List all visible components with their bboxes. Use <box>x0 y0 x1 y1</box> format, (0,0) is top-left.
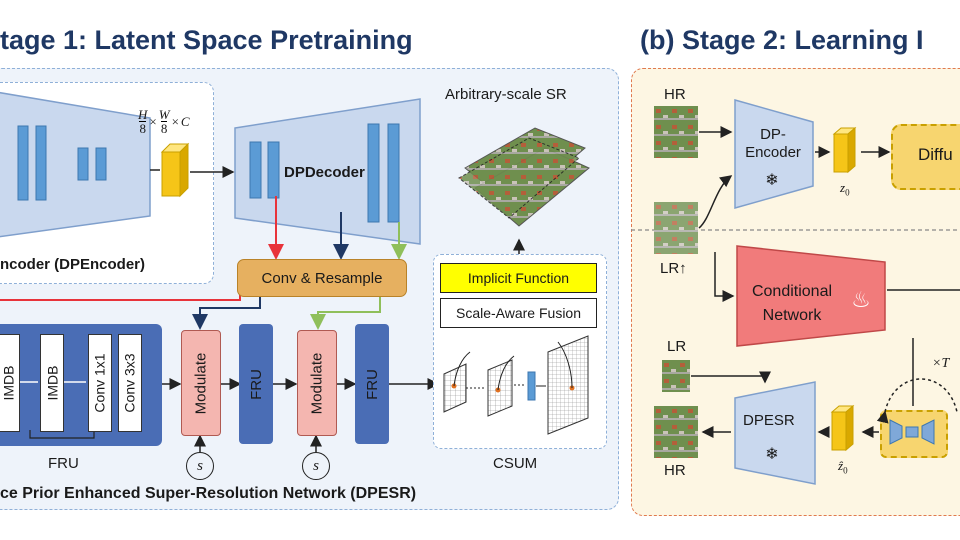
latent-cube <box>160 142 190 198</box>
unet-icon <box>889 419 935 445</box>
dp-encoder-label: DP- Encoder <box>745 126 801 161</box>
diffusion-box <box>891 124 960 190</box>
z0-hat-cube <box>830 404 855 452</box>
imdb-block-2: IMDB <box>40 334 64 432</box>
fru-block-2: FRU <box>355 324 389 444</box>
dim-times-2: × <box>171 113 179 129</box>
dim-c: C <box>180 113 190 129</box>
times-t-label: ×T <box>932 356 950 371</box>
dim-w-den: 8 <box>160 121 168 136</box>
lr-up-label: LR↑ <box>660 260 687 277</box>
arbitrary-sr-label: Arbitrary-scale SR <box>445 86 567 103</box>
diffusion-label: Diffu <box>918 145 953 164</box>
scale-circle-2: s <box>302 452 330 480</box>
dim-times-1: × <box>149 113 157 129</box>
imdb-block-1: IMDB <box>0 334 20 432</box>
dpesr-label: DPESR <box>743 412 795 429</box>
csum-grids <box>443 335 589 435</box>
fru-label-2: FRU <box>363 368 381 400</box>
modulate-label-1: Modulate <box>192 352 210 414</box>
lr-label: LR <box>667 338 687 355</box>
z0-hat-subscript: 0 <box>843 465 848 476</box>
conv-resample-box: Conv & Resample <box>237 259 407 297</box>
conditional-network-label: Conditional Network <box>751 283 833 324</box>
modulate-block-1: Modulate <box>181 330 221 436</box>
z0-symbol: z <box>840 180 846 195</box>
hr-image-top <box>654 106 698 158</box>
z0-subscript: 0 <box>845 187 850 198</box>
modulate-label-2: Modulate <box>308 352 326 414</box>
dim-h-den: 8 <box>139 121 146 136</box>
scale-circle-1: s <box>186 452 214 480</box>
dim-w: W <box>158 107 170 122</box>
flame-icon: ♨ <box>851 287 871 312</box>
conditional-network-shape <box>736 245 886 347</box>
encoder-label: ncoder (DPEncoder) <box>0 256 146 273</box>
fru-caption: FRU <box>48 455 79 472</box>
z0-label: z0 <box>840 180 850 198</box>
stage2-arrows <box>691 126 960 438</box>
csum-label: CSUM <box>493 455 538 472</box>
snowflake-icon-2: ❄ <box>765 446 779 463</box>
dp-encoder-shape <box>734 99 814 209</box>
dpesr-caption: ce Prior Enhanced Super-Resolution Netwo… <box>0 485 417 502</box>
decoder-label: DPDecoder <box>284 164 365 181</box>
latent-dims-label: H 8 × W 8 × C <box>138 108 190 135</box>
z0-hat-symbol: ẑ <box>838 458 844 473</box>
hr-image-bottom <box>654 406 698 458</box>
modulate-block-2: Modulate <box>297 330 337 436</box>
dpesr-shape <box>734 381 816 485</box>
scale-aware-fusion-box: Scale-Aware Fusion <box>440 298 597 328</box>
fru-label-1: FRU <box>247 368 265 400</box>
z0-hat-label: ẑ0 <box>838 458 848 476</box>
lr-up-image <box>654 202 698 254</box>
fru-block-1: FRU <box>239 324 273 444</box>
conv1x1-block: Conv 1x1 <box>88 334 112 432</box>
hr-bottom-label: HR <box>664 462 686 479</box>
decoder-shape <box>234 98 421 245</box>
conv3x3-block: Conv 3x3 <box>118 334 142 432</box>
dim-h: H <box>138 107 148 122</box>
hr-top-label: HR <box>664 86 686 103</box>
fru-inner-arrows <box>20 381 95 439</box>
implicit-function-box: Implicit Function <box>440 263 597 293</box>
snowflake-icon: ❄ <box>765 172 779 189</box>
z0-cube <box>832 126 857 174</box>
sr-image-stack <box>458 127 590 227</box>
lr-image <box>662 360 690 392</box>
stage2-divider <box>631 229 960 231</box>
stage2-title: (b) Stage 2: Learning I <box>640 25 924 55</box>
encoder-shape <box>0 91 151 238</box>
stage1-title: tage 1: Latent Space Pretraining <box>0 25 413 55</box>
